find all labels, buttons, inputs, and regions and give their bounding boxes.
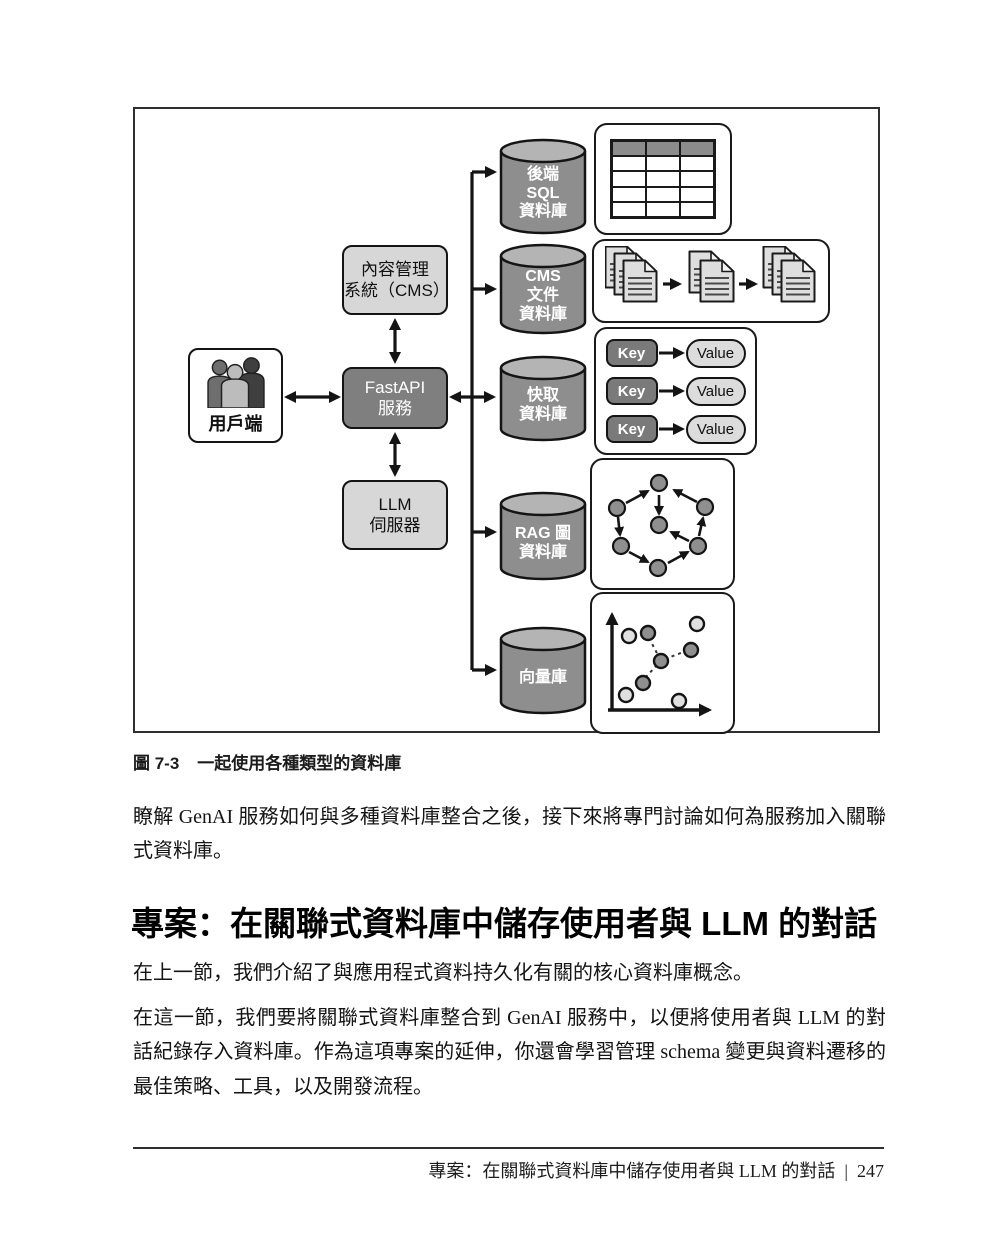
page-number: 247 <box>857 1161 884 1181</box>
document-stacks-icon <box>605 246 816 303</box>
database-cylinder-icon <box>499 626 587 715</box>
page-footer: 專案：在關聯式資料庫中儲存使用者與 LLM 的對話 | 247 <box>133 1157 884 1183</box>
cms-doc-database-cylinder: CMS 文件 資料庫 <box>499 242 587 335</box>
key-box: Key <box>605 415 658 443</box>
right-arrow-icon <box>658 347 685 359</box>
value-pill: Value <box>685 414 746 444</box>
llm-server-node: LLM 伺服器 <box>342 480 448 550</box>
fastapi-service-node: FastAPI 服務 <box>342 367 448 429</box>
client-node: 用戶端 <box>188 348 283 443</box>
database-cylinder-icon <box>499 138 587 235</box>
connector-arrows-icon <box>284 166 497 676</box>
figure-caption-text: 一起使用各種類型的資料庫 <box>197 754 402 773</box>
cache-database-cylinder: 快取 資料庫 <box>499 354 587 442</box>
intro-paragraph: 瞭解 GenAI 服務如何與多種資料庫整合之後，接下來將專門討論如何為服務加入關… <box>133 806 886 863</box>
key-value-panel: Key Value Key Value Key Value <box>594 327 757 455</box>
sql-database-label: 後端 SQL 資料庫 <box>518 165 567 221</box>
kv-row: Key Value <box>605 376 746 406</box>
kv-row: Key Value <box>605 414 746 444</box>
figure-7-3: 用戶端 內容管理 系統（CMS） FastAPI 服務 LLM 伺服器 後端 S… <box>133 107 880 734</box>
cms-system-node: 內容管理 系統（CMS） <box>342 245 450 315</box>
vector-database-label: 向量庫 <box>518 668 567 686</box>
people-icon <box>206 357 265 408</box>
section-paragraph-2: 在這一節，我們要將關聯式資料庫整合到 GenAI 服務中，以便將使用者與 LLM… <box>133 1007 886 1098</box>
key-box: Key <box>605 339 658 367</box>
kv-row: Key Value <box>605 338 746 368</box>
cache-database-label: 快取 資料庫 <box>518 387 567 423</box>
key-box: Key <box>605 377 658 405</box>
scatter-plot-icon <box>605 612 712 717</box>
vector-database-cylinder: 向量庫 <box>499 625 587 715</box>
database-cylinder-icon <box>499 491 587 581</box>
footer-rule <box>133 1147 884 1149</box>
graph-illustration-icon <box>607 473 714 577</box>
figure-caption: 圖 7-3 一起使用各種類型的資料庫 <box>133 749 884 774</box>
sql-database-cylinder: 後端 SQL 資料庫 <box>499 137 587 235</box>
figure-caption-number: 圖 7-3 <box>133 754 180 773</box>
table-illustration-icon <box>610 139 716 219</box>
right-arrow-icon <box>658 423 685 435</box>
section-paragraph-1: 在上一節，我們介紹了與應用程式資料持久化有關的核心資料庫概念。 <box>133 962 753 984</box>
section-heading: 專案：在關聯式資料庫中儲存使用者與 LLM 的對話 <box>131 905 878 942</box>
footer-section-title: 專案：在關聯式資料庫中儲存使用者與 LLM 的對話 <box>428 1161 836 1181</box>
rag-graph-database-label: RAG 圖 資料庫 <box>514 524 571 561</box>
value-pill: Value <box>685 376 746 406</box>
right-arrow-icon <box>658 385 685 397</box>
vector-scatter-panel <box>590 592 735 734</box>
footer-separator: | <box>844 1161 848 1181</box>
database-cylinder-icon <box>499 355 587 442</box>
client-label: 用戶端 <box>208 414 263 434</box>
cms-documents-panel <box>592 239 830 323</box>
database-cylinder-icon <box>499 243 587 335</box>
rag-graph-panel <box>590 458 735 590</box>
value-pill: Value <box>685 338 746 368</box>
rag-graph-database-cylinder: RAG 圖 資料庫 <box>499 490 587 581</box>
sql-table-panel <box>594 123 732 235</box>
cms-doc-database-label: CMS 文件 資料庫 <box>518 268 567 323</box>
